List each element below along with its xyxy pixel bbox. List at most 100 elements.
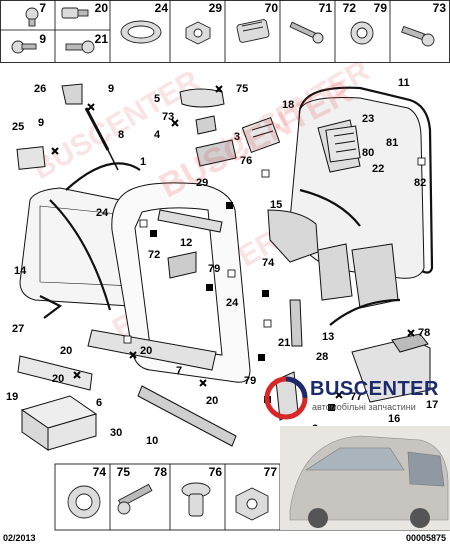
cell-num-78: 78 [154,465,168,479]
callout-23: 23 [362,113,374,125]
door-seal [298,86,434,274]
clip-box-30 [20,395,98,451]
callout-18: 18 [282,99,294,111]
screw-20-icon [61,7,89,19]
cell-num-77: 77 [264,465,278,479]
logo-tagline: автомобільні запчастини [312,402,416,412]
top-parts-numbers: 7 20 24 29 70 71 72 79 73 9 21 [39,1,446,46]
cell-num-24: 24 [155,1,169,15]
callout-74: 74 [262,257,275,269]
cell-num-74: 74 [93,465,107,479]
insulation [267,209,319,263]
callout-12: 12 [180,237,192,249]
callout-19: 19 [6,391,18,403]
callout-76: 76 [240,155,252,167]
screw-71-icon [289,21,324,44]
callout-26: 26 [34,83,46,95]
callout-22: 22 [372,163,384,175]
cell-num-29: 29 [209,1,223,15]
cell-num-73: 73 [433,1,447,15]
grommet-74-icon [67,485,101,519]
callout-9b: 9 [38,117,44,129]
callout-4: 4 [154,129,161,141]
callout-9a: 9 [108,83,114,95]
cell-num-72: 72 [343,1,357,15]
empty-markers [123,157,426,344]
cell-num-7: 7 [39,1,46,15]
tailgate-assembly [16,83,434,451]
callout-79a: 79 [208,263,220,275]
cell-num-76: 76 [209,465,223,479]
bolt-9-icon [11,40,37,54]
callout-77: 77 [350,391,362,403]
callout-75: 75 [236,83,248,95]
grommet-24-icon [120,20,162,44]
weather-strip-10 [137,385,237,447]
callout-29: 29 [196,177,208,189]
callout-27: 27 [12,323,24,335]
push-clip-78-icon [181,482,211,517]
stud-21-icon [65,40,95,54]
cell-num-70: 70 [265,1,279,15]
callout-25: 25 [12,121,24,133]
callout-79b: 79 [244,375,256,387]
callout-20a: 20 [60,345,72,357]
callout-8: 8 [118,129,124,141]
cell-num-75: 75 [117,465,131,479]
trim-strip-6 [87,329,217,371]
logo-emblem-icon [264,376,308,420]
rivet-icon [25,7,39,27]
washer-72-icon [350,21,374,45]
top-part-icons [11,7,435,54]
lamp-5 [179,88,225,108]
gas-strut [84,107,110,151]
callout-13: 13 [322,331,334,343]
cell-num-21: 21 [95,32,109,46]
callout-numbers: 1 2 3 4 5 6 7 8 9 9 10 11 12 13 14 15 16… [6,77,438,447]
logo-name: BUSCENTER [310,378,439,400]
screw-73-icon [401,25,435,47]
cell-num-71: 71 [319,1,333,15]
clip-70-icon [236,19,270,43]
callout-1: 1 [140,156,146,168]
callout-80: 80 [362,147,374,159]
nut-29-icon [185,21,211,45]
callout-78: 78 [418,327,430,339]
cell-num-72-79: 79 [374,1,388,15]
callout-82: 82 [414,177,426,189]
grille-18 [241,117,281,153]
callout-21: 21 [278,337,290,349]
callout-15: 15 [270,199,282,211]
callout-20b: 20 [140,345,152,357]
callout-20d: 20 [52,373,64,385]
cell-num-9: 9 [39,32,46,46]
footer-code: 00005875 [405,533,446,543]
car-photo-thumbnail [280,426,450,530]
buscenter-logo: BUSCENTER автомобільні запчастини [262,374,440,422]
callout-20c: 20 [206,395,218,407]
callout-73: 73 [162,111,174,123]
callout-30: 30 [110,427,122,439]
callout-81: 81 [386,137,398,149]
vent-grille-23 [325,125,361,163]
footer-date: 02/2013 [3,533,36,543]
callout-17: 17 [426,399,438,411]
callout-6: 6 [96,397,102,409]
callout-11: 11 [398,77,410,89]
callout-24b: 24 [226,297,239,309]
callout-5: 5 [154,93,160,105]
callout-72: 72 [148,249,160,261]
callout-3: 3 [234,131,240,143]
callout-16: 16 [388,413,400,425]
cell-num-20: 20 [95,1,109,15]
nut-76-icon [235,487,269,521]
screw-75-icon [117,483,153,515]
callout-28: 28 [316,351,328,363]
callout-7: 7 [176,365,182,377]
cross-markers [51,85,415,399]
callout-14: 14 [14,265,27,277]
callout-24a: 24 [96,207,109,219]
callout-10: 10 [146,435,158,447]
spoiler-19 [17,355,93,391]
